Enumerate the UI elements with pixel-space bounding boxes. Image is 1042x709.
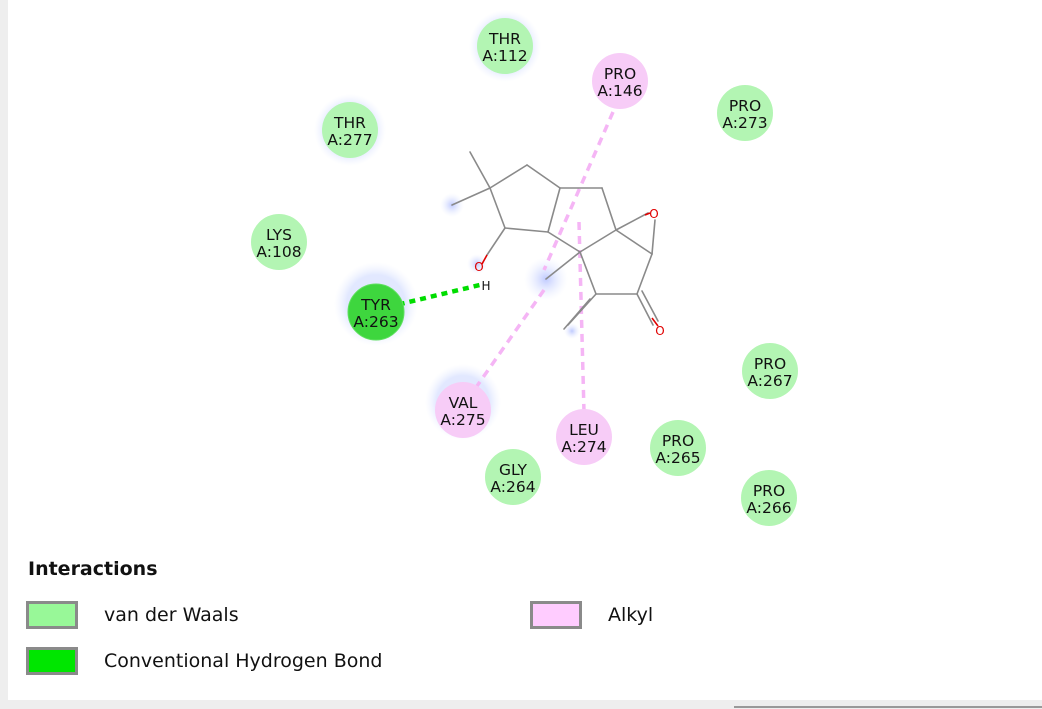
residue-id: A:146	[597, 82, 642, 100]
residue-disc	[322, 102, 378, 158]
legend-swatch-hydrogen-bond	[26, 647, 78, 675]
residue-id: A:112	[482, 47, 527, 65]
legend-item-van-der-waals: van der Waals	[26, 601, 239, 629]
legend-title: Interactions	[28, 558, 158, 580]
oxygen-atom-hydroxyl: O	[474, 260, 483, 274]
residue-name: THR	[333, 114, 366, 132]
alkyl-line-val275	[475, 288, 546, 388]
residue-name: PRO	[662, 432, 694, 450]
residue-disc	[347, 283, 405, 341]
residue-disc	[650, 420, 706, 476]
residue-name: PRO	[754, 355, 786, 373]
residue-name: PRO	[753, 482, 785, 500]
legend-swatch-van-der-waals	[26, 601, 78, 629]
residue-id: A:265	[655, 449, 700, 467]
residue-disc	[477, 18, 533, 74]
scrollbar-track[interactable]	[734, 706, 1042, 708]
legend-label-hydrogen-bond: Conventional Hydrogen Bond	[104, 650, 383, 672]
residue-layer: THRA:112PROA:146PROA:273THRA:277LYSA:108…	[251, 18, 798, 526]
residue-name: TYR	[360, 296, 391, 314]
residue-disc	[251, 214, 307, 270]
residue-id: A:264	[490, 478, 535, 496]
legend-item-hydrogen-bond: Conventional Hydrogen Bond	[26, 647, 382, 675]
legend-label-alkyl: Alkyl	[608, 604, 654, 626]
residue-disc	[592, 53, 648, 109]
residue-id: A:274	[561, 438, 606, 456]
legend-swatch-alkyl	[530, 601, 582, 629]
residue-id: A:275	[440, 411, 485, 429]
residue-id: A:266	[746, 499, 791, 517]
ligand-structure	[451, 151, 659, 330]
residue-id: A:267	[747, 372, 792, 390]
interaction-lines	[387, 111, 615, 413]
residue-name: LYS	[266, 226, 292, 244]
residue-id: A:263	[353, 313, 398, 331]
residue-disc	[435, 382, 491, 438]
residue-name: PRO	[729, 97, 761, 115]
residue-disc	[742, 343, 798, 399]
residue-disc	[556, 409, 612, 465]
diagram-canvas	[8, 0, 1042, 700]
alkyl-line-pro146	[542, 111, 615, 271]
residue-disc	[485, 449, 541, 505]
legend-label-van-der-waals: van der Waals	[104, 604, 239, 626]
residue-name: PRO	[604, 65, 636, 83]
residue-name: VAL	[449, 394, 478, 412]
residue-disc	[741, 470, 797, 526]
residue-id: A:277	[327, 131, 372, 149]
oxygen-atom-epoxide: O	[649, 207, 658, 221]
ligand-hetero-bonds	[481, 212, 659, 327]
hbond-line-tyr263	[387, 281, 485, 310]
oxygen-atom-ketone: O	[655, 324, 664, 338]
residue-id: A:108	[256, 243, 301, 261]
hydrogen-atom: H	[481, 279, 490, 293]
residue-name: THR	[488, 30, 521, 48]
residue-name: GLY	[499, 461, 528, 479]
residue-id: A:273	[722, 114, 767, 132]
legend-item-alkyl: Alkyl	[530, 601, 653, 629]
residue-name: LEU	[569, 421, 599, 439]
halo-layer	[314, 10, 580, 440]
residue-disc	[717, 85, 773, 141]
